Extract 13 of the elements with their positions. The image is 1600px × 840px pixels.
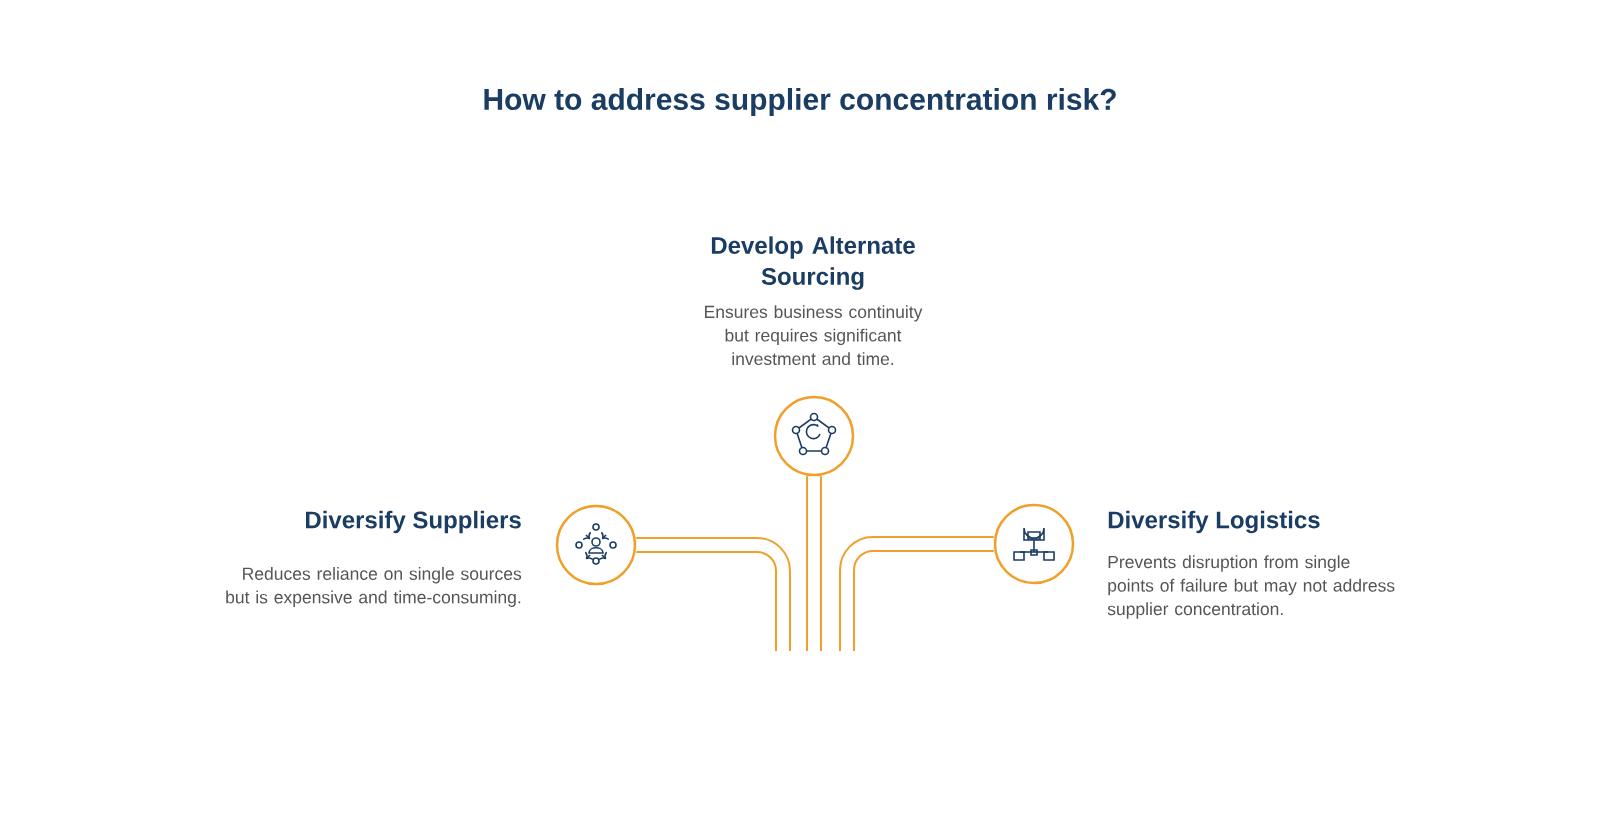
heading: Develop Alternate Sourcing — [711, 236, 915, 290]
heading: Diversify Suppliers — [306, 510, 521, 534]
tube-connector — [636, 537, 791, 651]
description: Prevents disruption from single points of failure but may not address supplier concentration. — [1107, 555, 1395, 619]
heading: Diversify Logistics — [1108, 510, 1320, 534]
title: How to address supplier concentration risk? — [484, 88, 1116, 116]
icon-circle — [993, 503, 1075, 585]
icon-circle — [555, 504, 637, 586]
icon-circle — [773, 395, 855, 477]
description: Ensures business continuity but requires significant investment and time. — [705, 305, 923, 366]
tube-connector — [839, 536, 994, 651]
description: Reduces reliance on single sources but is expensive and time-consuming. — [226, 567, 522, 607]
tube-connector — [806, 476, 822, 651]
